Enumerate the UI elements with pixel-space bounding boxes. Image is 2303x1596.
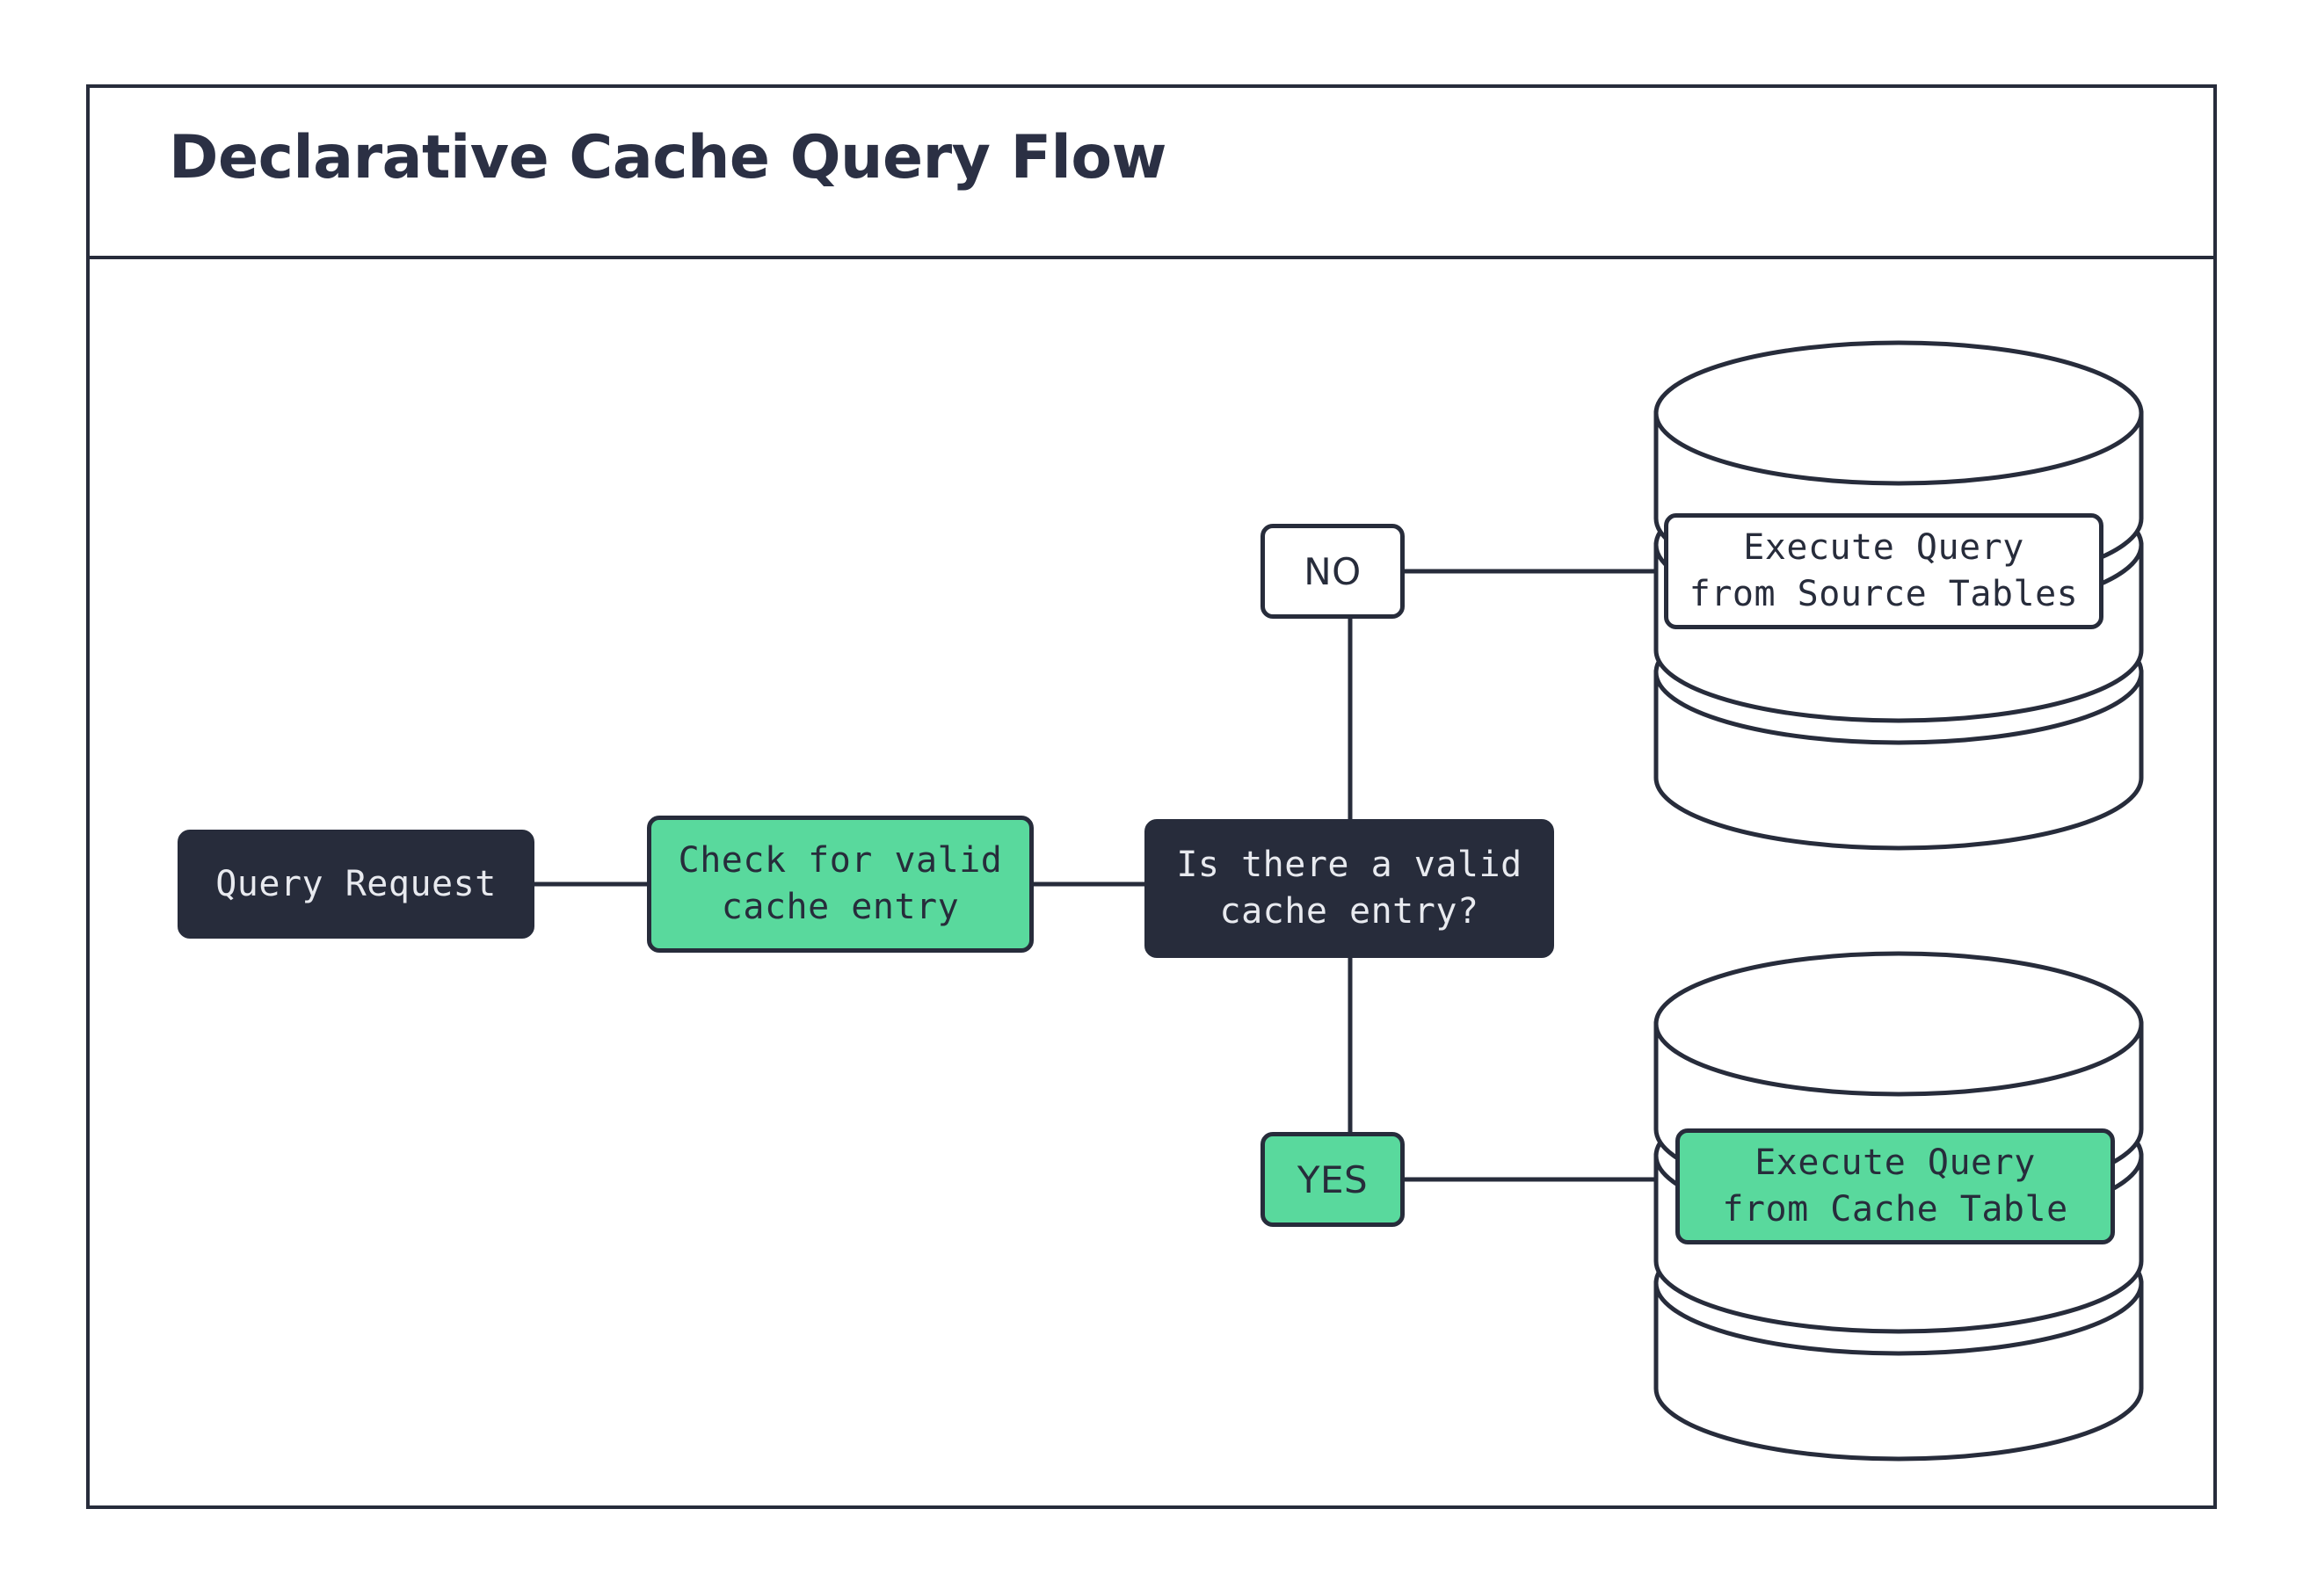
title-bar: [86, 84, 2217, 259]
node-query-request[interactable]: Query Request: [178, 830, 534, 939]
branch-label-no[interactable]: NO: [1260, 524, 1405, 619]
node-check-for-valid-cache-entry[interactable]: Check for valid cache entry: [647, 816, 1034, 953]
node-execute-query-from-source-tables[interactable]: Execute Query from Source Tables: [1664, 513, 2103, 629]
page-title: Declarative Cache Query Flow: [169, 123, 1166, 192]
diagram-frame: [86, 84, 2217, 1509]
node-execute-query-from-cache-table[interactable]: Execute Query from Cache Table: [1675, 1128, 2115, 1244]
branch-label-yes[interactable]: YES: [1260, 1132, 1405, 1227]
node-decision-valid-cache-entry[interactable]: Is there a valid cache entry?: [1144, 819, 1554, 958]
